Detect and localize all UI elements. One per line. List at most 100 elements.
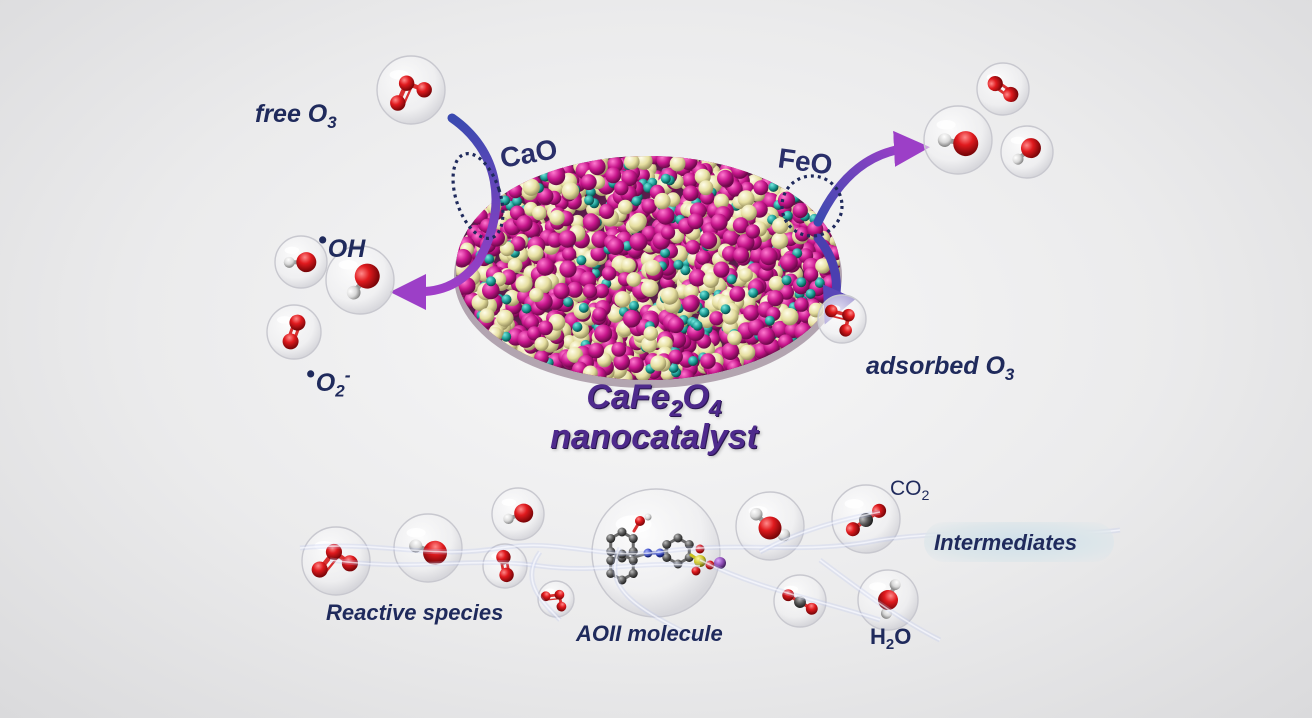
nanocatalyst-particle <box>454 156 842 388</box>
catalyst-atom <box>576 255 587 266</box>
catalyst-atom <box>516 215 533 232</box>
catalyst-atom <box>641 279 659 298</box>
catalyst-atom <box>559 260 577 278</box>
catalyst-atom <box>698 180 714 196</box>
catalyst-atom <box>743 304 760 321</box>
catalyst-atom <box>726 274 737 285</box>
hydrogen-atom <box>409 539 423 553</box>
catalyst-atom <box>736 233 755 252</box>
reactive-hydroxyl-bubble-2 <box>491 487 545 541</box>
catalyst-atom <box>667 316 685 334</box>
catalyst-atom <box>563 297 574 308</box>
catalyst-atom <box>781 275 792 286</box>
free-ozone-label: free O3 <box>255 100 337 132</box>
cao-site-marker <box>451 152 505 240</box>
catalyst-atom <box>660 248 671 258</box>
water-label: H2O <box>870 624 912 654</box>
hydrogen-atom <box>346 285 361 300</box>
adsorbed-ozone-bubble <box>817 294 867 344</box>
ozone-molecule <box>540 589 567 612</box>
catalyst-atom <box>611 342 627 357</box>
catalyst-atom <box>562 247 577 262</box>
catalyst-atom <box>699 290 710 301</box>
oxygen-atom <box>1020 138 1041 159</box>
catalyst-atom <box>737 190 755 208</box>
catalyst-atom <box>782 210 793 221</box>
catalyst-atom <box>584 195 595 206</box>
catalyst-atom <box>578 302 589 313</box>
catalyst-atom <box>566 281 583 298</box>
catalyst-atom <box>583 214 601 232</box>
feo-outflow-arrow <box>813 130 930 227</box>
oxygen-atom <box>872 503 887 518</box>
catalyst-atom <box>486 276 496 287</box>
catalyst-atom <box>547 232 563 248</box>
catalyst-atom <box>508 184 523 199</box>
catalyst-atom <box>771 232 789 250</box>
catalyst-atom <box>767 290 784 307</box>
hydroxyl-radical <box>937 131 979 157</box>
intermediate-water-bubble-2 <box>857 569 919 631</box>
hydrogen-atom <box>283 256 295 268</box>
catalyst-atom <box>631 196 642 207</box>
catalyst-atom <box>673 259 684 270</box>
oxygen-atom <box>341 555 358 572</box>
catalyst-atom <box>661 225 676 240</box>
catalyst-atom <box>713 193 730 209</box>
reactive-oxygen-bubble <box>482 543 528 589</box>
catalyst-atom <box>731 161 749 179</box>
catalyst-atom <box>482 281 500 300</box>
oxygen-atom <box>398 75 415 91</box>
catalyst-atom <box>527 326 542 341</box>
catalyst-atom <box>641 198 657 214</box>
oxygen-atom <box>423 540 448 565</box>
oxygen-atom <box>635 516 645 526</box>
catalyst-atom <box>739 344 756 361</box>
superoxide-bubble <box>266 304 322 360</box>
catalyst-atom <box>617 199 633 215</box>
lightning-bolt <box>329 559 701 570</box>
catalyst-atom <box>699 231 718 250</box>
ozone-molecule <box>390 75 432 111</box>
oxygen-bubble <box>976 62 1030 116</box>
catalyst-atom <box>777 191 796 209</box>
catalyst-atom <box>740 204 757 221</box>
catalyst-atom <box>496 309 514 327</box>
oxygen-atom <box>540 591 551 602</box>
carbon-dioxide <box>845 503 887 537</box>
intermediate-co2-bubble-2 <box>773 574 827 628</box>
catalyst-atom <box>561 182 580 200</box>
ozone-molecule <box>311 543 358 578</box>
hydrogen-atom <box>889 579 901 591</box>
catalyst-atom <box>644 259 661 276</box>
catalyst-atom <box>501 331 512 342</box>
hydrogen-atom <box>503 513 514 525</box>
co2-label: CO2 <box>890 477 930 504</box>
catalyst-atom <box>590 245 607 262</box>
catalyst-atom <box>626 272 642 287</box>
catalyst-atom <box>699 307 710 318</box>
oxygen-atom <box>953 131 979 157</box>
catalyst-atom <box>815 258 831 274</box>
catalyst-atom <box>668 363 679 373</box>
catalyst-atom <box>660 287 679 305</box>
lightning-bolt <box>614 547 701 641</box>
carbon-atom <box>606 534 616 543</box>
oxygen-atom <box>556 601 567 612</box>
oxygen-atom <box>325 543 342 560</box>
sodium-atom <box>714 557 726 569</box>
hydrogen-atom <box>1012 153 1024 165</box>
hydroxyl-bubble-1 <box>274 235 328 289</box>
carbon-atom <box>628 534 638 543</box>
lightning-bolt <box>819 559 941 641</box>
oxygen-atom <box>554 589 565 600</box>
oxygen-atom <box>824 304 838 318</box>
carbon-atom <box>673 533 683 543</box>
catalyst-atom <box>536 257 555 276</box>
catalyst-atom <box>780 253 798 272</box>
catalyst-atom <box>622 309 641 328</box>
oxygen-atom <box>1003 86 1019 103</box>
sulfur-atom <box>694 555 706 567</box>
intermediates-label: Intermediates <box>934 530 1078 555</box>
catalyst-atom <box>635 156 653 170</box>
